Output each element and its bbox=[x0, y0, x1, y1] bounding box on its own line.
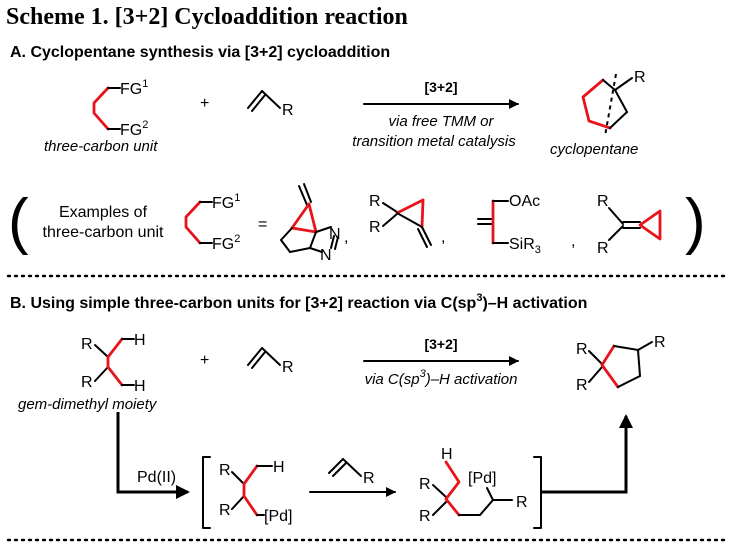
comma-3: , bbox=[571, 233, 575, 250]
int-h-label: H bbox=[441, 446, 453, 463]
arrow-b-bottom-label: via C(sp3)–H activation bbox=[365, 368, 518, 388]
cyclopropylidene-structure bbox=[608, 207, 662, 241]
pal-r2-label: R bbox=[219, 502, 231, 519]
diazene-n2-label: N bbox=[320, 247, 332, 264]
arrow-a-top-label: [3+2] bbox=[424, 79, 457, 95]
fg2-label: FG2 bbox=[120, 119, 148, 139]
pal-r1-label: R bbox=[219, 462, 231, 479]
gdm-h2-label: H bbox=[134, 378, 146, 395]
diazene-n1-label: N bbox=[329, 226, 341, 243]
example-three-carbon-unit-structure bbox=[184, 200, 213, 245]
pal-pd-label: [Pd] bbox=[264, 508, 292, 525]
comma-1: , bbox=[344, 229, 348, 246]
fg1-label: FG1 bbox=[120, 78, 148, 98]
examples-open-paren: ( bbox=[8, 187, 29, 256]
arrow-a-bottom-label-1: via free TMM or bbox=[388, 113, 494, 130]
example-fg2-label: FG2 bbox=[212, 233, 240, 253]
flow-arrow-down-right bbox=[116, 412, 190, 499]
bicyclic-diazene-structure bbox=[280, 183, 339, 253]
gem-dimethyl-caption: gem-dimethyl moiety bbox=[18, 396, 158, 413]
examples-label-line-1: Examples of bbox=[59, 204, 148, 221]
prod-r1-label: R bbox=[576, 341, 588, 358]
alkene-c-structure bbox=[328, 458, 362, 477]
mcp-r1-label: R bbox=[369, 193, 381, 210]
alkene-b-r-label: R bbox=[282, 359, 294, 376]
plus-sign-b: + bbox=[200, 352, 209, 369]
gem-dimethyl-structure bbox=[94, 337, 135, 387]
section-a-heading: A. Cyclopentane synthesis via [3+2] cycl… bbox=[10, 44, 390, 61]
substituted-cyclopentane-structure bbox=[588, 341, 653, 389]
cp-ylidene-r1-label: R bbox=[597, 193, 609, 210]
prod-r2-label: R bbox=[576, 377, 588, 394]
three-carbon-unit-structure bbox=[92, 86, 121, 131]
cp-ylidene-r2-label: R bbox=[597, 240, 609, 257]
cyclopentane-caption: cyclopentane bbox=[550, 141, 638, 158]
section-b-heading: B. Using simple three-carbon units for [… bbox=[10, 292, 587, 312]
allylsilane-acetate-structure bbox=[477, 199, 509, 245]
alkene-c-r-label: R bbox=[363, 470, 375, 487]
int-pd-label: [Pd] bbox=[468, 470, 496, 487]
sir3-label: SiR3 bbox=[509, 236, 541, 256]
alkene-a-r-label: R bbox=[282, 102, 294, 119]
int-r1-label: R bbox=[419, 476, 431, 493]
gdm-r1-label: R bbox=[81, 336, 93, 353]
pd-catalyst-label: Pd(II) bbox=[137, 469, 176, 486]
alkene-a-structure bbox=[247, 90, 281, 112]
int-r2-label: R bbox=[419, 508, 431, 525]
palladium-intermediate-bracket-right bbox=[533, 456, 542, 529]
pal-h-label: H bbox=[273, 459, 285, 476]
insertion-intermediate-structure bbox=[432, 460, 513, 517]
cyclopentane-product-structure bbox=[581, 73, 633, 137]
arrow-b-top-label: [3+2] bbox=[424, 336, 457, 352]
oac-label: OAc bbox=[509, 193, 540, 210]
example-fg1-label: FG1 bbox=[212, 192, 240, 212]
cyclopentane-r-label: R bbox=[634, 69, 646, 86]
three-carbon-unit-caption: three-carbon unit bbox=[44, 138, 158, 155]
examples-close-paren: ) bbox=[685, 187, 706, 256]
int-r3-label: R bbox=[516, 494, 528, 511]
palladated-intermediate-structure bbox=[231, 464, 273, 517]
gdm-r2-label: R bbox=[81, 374, 93, 391]
arrow-a-bottom-label-2: transition metal catalysis bbox=[352, 133, 516, 150]
palladium-intermediate-bracket-left bbox=[202, 456, 211, 529]
flow-arrow-up bbox=[542, 414, 633, 494]
comma-2: , bbox=[441, 229, 445, 246]
mcp-r2-label: R bbox=[369, 219, 381, 236]
plus-sign-a: + bbox=[200, 95, 209, 112]
examples-label-line-2: three-carbon unit bbox=[43, 224, 165, 241]
alkene-b-structure bbox=[247, 347, 281, 369]
prod-r3-label: R bbox=[654, 334, 666, 351]
gdm-h1-label: H bbox=[134, 332, 146, 349]
equals-sign: = bbox=[258, 216, 267, 233]
scheme-title: Scheme 1. [3+2] Cycloaddition reaction bbox=[6, 4, 408, 30]
methylenecyclopropane-structure bbox=[382, 198, 432, 248]
